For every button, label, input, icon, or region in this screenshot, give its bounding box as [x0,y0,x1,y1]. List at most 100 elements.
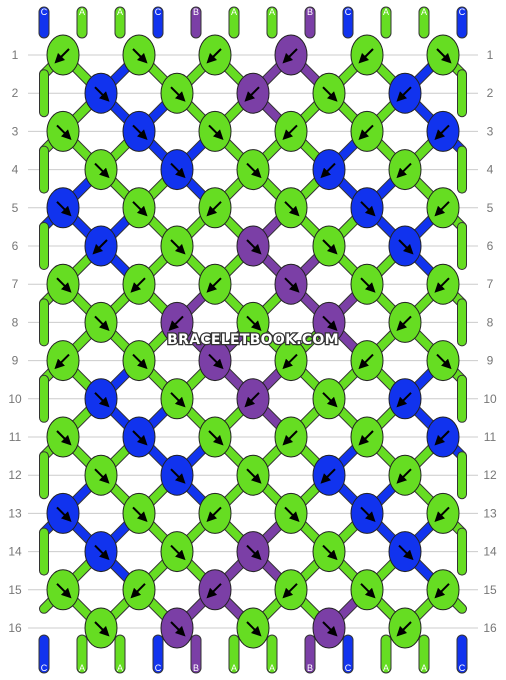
knot [388,72,422,114]
knot [350,492,384,534]
knot [122,263,156,305]
knot [312,454,346,496]
arrow-down-left-icon [396,621,412,637]
row-label-left: 10 [8,392,22,406]
row-label-right: 16 [483,621,497,635]
bottom-strand-label: A [269,663,275,673]
arrow-down-left-icon [282,124,298,140]
knot [84,454,118,496]
knot [46,416,80,458]
bottom-strand-label: B [307,663,313,673]
arrow-down-left-icon [396,392,412,408]
row-label-right: 14 [483,545,497,559]
bottom-strand-label: A [421,663,427,673]
knot [274,492,308,534]
knot [274,110,308,152]
arrow-down-right-icon [436,353,452,370]
row-label-right: 2 [487,86,494,100]
knot [236,149,270,191]
row-label-right: 8 [487,315,494,329]
knot [350,416,384,458]
arrow-down-left-icon [206,277,222,293]
row-label-left: 7 [12,277,19,291]
knot [84,72,118,114]
knot [84,225,118,267]
arrow-down-left-icon [396,468,412,484]
arrow-down-left-icon [358,124,374,140]
top-strand-label: A [79,7,85,17]
arrow-down-left-icon [130,583,146,599]
arrow-down-left-icon [206,583,222,599]
knot [312,378,346,420]
knot [160,72,194,114]
arrow-down-right-icon [322,544,338,561]
arrow-down-left-icon [396,162,412,179]
arrow-down-right-icon [132,201,148,217]
arrow-down-right-icon [360,201,376,217]
arrow-down-left-icon [168,315,184,331]
arrow-down-right-icon [132,124,148,140]
arrow-down-right-icon [322,392,338,408]
arrow-down-left-icon [54,353,70,370]
top-strand-label: C [155,7,162,17]
knot [160,531,194,573]
arrow-down-right-icon [170,86,186,102]
arrow-down-right-icon [132,48,148,64]
knot [122,492,156,534]
knot [122,340,156,382]
arrow-down-right-icon [246,239,262,255]
arrow-down-right-icon [170,239,186,255]
bottom-strand-label: A [231,663,237,673]
arrow-down-right-icon [360,583,376,599]
arrow-down-right-icon [246,315,262,331]
knot [122,34,156,76]
knot [388,454,422,496]
knot [198,263,232,305]
arrow-down-left-icon [434,506,450,522]
arrow-down-right-icon [170,544,186,561]
knot [350,34,384,76]
arrow-down-left-icon [54,48,70,64]
knot [46,569,80,611]
watermark-text: BRACELETBOOK.COM [167,332,339,348]
arrow-down-right-icon [322,86,338,102]
knot [46,34,80,76]
arrow-down-right-icon [436,48,452,64]
knot [84,607,118,649]
knot [426,416,460,458]
row-label-right: 12 [483,468,497,482]
knot [426,569,460,611]
knot [198,416,232,458]
knot [46,263,80,305]
arrow-down-left-icon [282,430,298,446]
bottom-strand-label: A [383,663,389,673]
arrow-down-right-icon [208,353,224,370]
knot [312,72,346,114]
row-label-left: 13 [8,506,22,520]
knot [160,149,194,191]
knot [350,263,384,305]
arrow-down-left-icon [282,353,298,370]
knot [388,378,422,420]
arrow-down-left-icon [206,201,222,217]
top-strand-label: C [459,7,466,17]
knot [312,607,346,649]
arrow-down-right-icon [322,621,338,637]
arrow-down-right-icon [398,544,414,561]
knot [236,531,270,573]
arrow-down-right-icon [208,430,224,446]
knot [388,149,422,191]
arrow-down-left-icon [396,86,412,102]
arrow-down-right-icon [398,239,414,255]
knot [160,607,194,649]
knot [312,225,346,267]
knot [46,492,80,534]
knot [426,34,460,76]
arrow-down-right-icon [170,392,186,408]
knot [46,187,80,229]
arrow-down-right-icon [56,201,72,217]
row-label-right: 15 [483,583,497,597]
arrow-down-right-icon [322,315,338,331]
row-label-left: 4 [12,163,19,177]
top-strand-label: B [307,7,313,17]
